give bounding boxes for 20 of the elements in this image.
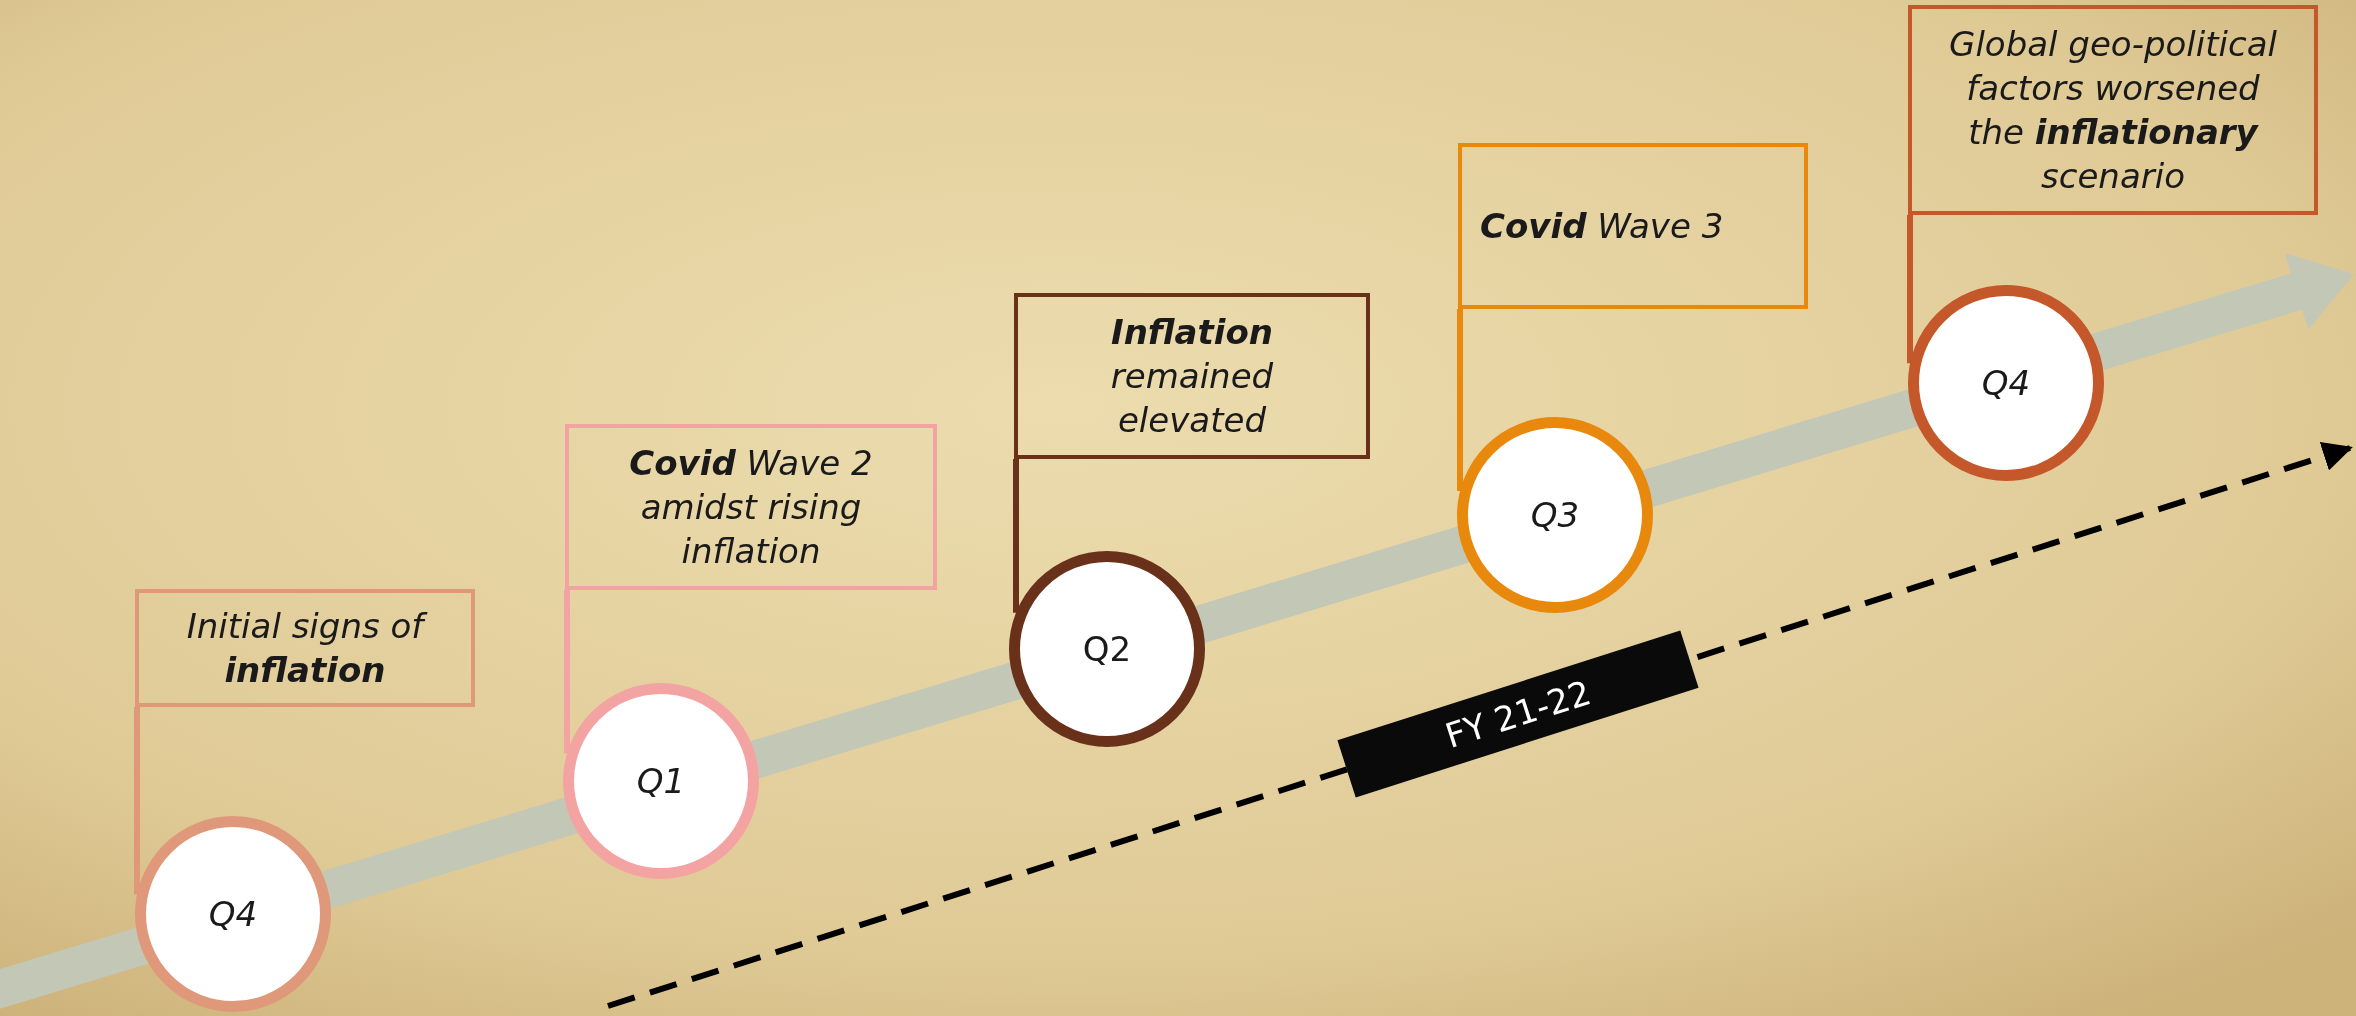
event-text: Covid Wave 2 amidst rising inflation xyxy=(628,441,874,574)
event-flag-box xyxy=(565,424,937,590)
flag-pole xyxy=(1907,215,1913,364)
flag-pole xyxy=(564,590,570,754)
quarter-label: Q4 xyxy=(1981,363,2031,403)
event-text: Inflation remained elevated xyxy=(1109,310,1275,443)
event-text: Initial signs of inflation xyxy=(149,603,461,693)
event-flag-box xyxy=(135,589,475,707)
event-text: Covid Wave 3 xyxy=(1480,204,1725,248)
quarter-label: Q3 xyxy=(1530,495,1580,535)
event-text: Global geo-political factors worsened the inflationary scenario xyxy=(1948,22,2278,199)
quarter-label: Q2 xyxy=(1082,629,1132,669)
quarter-label: Q4 xyxy=(208,894,258,934)
flag-pole xyxy=(1457,309,1463,491)
event-flag-box xyxy=(1014,293,1370,459)
quarter-label: Q1 xyxy=(636,761,686,801)
flag-pole xyxy=(134,707,140,895)
event-flag-box xyxy=(1908,5,2318,215)
event-flag-box xyxy=(1458,143,1808,309)
flag-pole xyxy=(1013,459,1019,613)
